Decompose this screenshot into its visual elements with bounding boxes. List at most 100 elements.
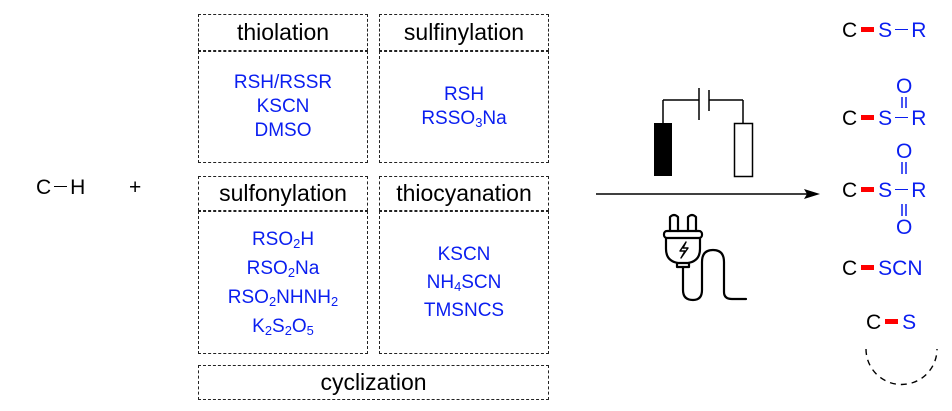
new-cs-bond [861, 187, 875, 193]
thiocyanation-header-box: thiocyanation [379, 176, 549, 211]
new-cs-bond [861, 27, 875, 33]
thiolation-header-box: thiolation [198, 14, 368, 51]
reactant-ch-bond [54, 185, 68, 188]
sulfonylation-reagent: RSO2H [252, 225, 314, 254]
reagent-text: RSH [443, 84, 485, 105]
reactant-carbon: C [36, 176, 52, 199]
reagent-text: K [252, 315, 265, 337]
thiolation-header: thiolation [236, 19, 330, 45]
reagent-subscript: 2 [284, 322, 292, 338]
sulfoxide-carbon: C [842, 107, 858, 130]
sulfone-double-bond-bottom [901, 204, 907, 216]
cathode-electrode [733, 122, 754, 178]
thiolation-reagents: RSH/RSSR KSCN DMSO [199, 52, 367, 162]
ring-dashed-arc [865, 348, 938, 386]
sulfone-double-bond-top [901, 162, 907, 174]
thiocyanate-carbon: C [842, 257, 858, 280]
new-cs-bond [861, 265, 875, 271]
thioether-r: R [911, 19, 927, 42]
reactant-hydrogen: H [70, 176, 86, 199]
thiocyanate-group: SCN [878, 257, 923, 280]
new-cs-bond [885, 319, 899, 325]
sulfonylation-reagent: RSO2NHNH2 [228, 283, 338, 312]
reagent-subscript: 5 [306, 322, 314, 338]
plus-sign: + [129, 176, 142, 199]
cyclic-carbon: C [866, 311, 882, 334]
reagent-text: DMSO [254, 120, 312, 141]
product-thiocyanate: C SCN [842, 258, 923, 280]
reagent-subscript: 2 [331, 293, 339, 309]
sulfoxide-sulfur: S [878, 107, 893, 130]
reaction-arrow [596, 189, 820, 199]
cyclization-box: cyclization [198, 365, 549, 400]
reagent-subscript: 2 [287, 264, 296, 280]
sulfinylation-header: sulfinylation [403, 19, 525, 45]
reagent-text: RSO [251, 228, 294, 250]
thiolation-reagent: RSH/RSSR [234, 71, 332, 95]
reagent-text: H [300, 228, 315, 250]
reagent-text: NHNH [276, 286, 332, 308]
reagent-subscript: 2 [264, 322, 273, 338]
sr-bond [895, 116, 909, 119]
sulfonylation-header-box: sulfonylation [198, 176, 368, 211]
thiocyanation-reagent: KSCN [438, 241, 491, 269]
reagent-subscript: 2 [268, 293, 277, 309]
thioether-carbon: C [842, 19, 858, 42]
anode-electrode [654, 123, 672, 176]
reagent-text: RSO [227, 286, 269, 308]
cyclic-sulfur: S [902, 311, 917, 334]
reagent-subscript: 2 [293, 235, 301, 251]
sulfinylation-reagent: RSH [444, 83, 484, 107]
thiolation-reagent: DMSO [255, 119, 312, 143]
reagent-text: Na [295, 257, 320, 279]
sulfone-carbon: C [842, 179, 858, 202]
sulfinylation-reagent: RSSO3Na [421, 107, 506, 131]
power-plug-icon [662, 213, 748, 302]
reagent-text: TMSNCS [423, 299, 505, 321]
reagent-text: NH [426, 271, 455, 293]
reagent-text: RSH/RSSR [233, 72, 333, 93]
reagent-text: Na [482, 108, 507, 129]
sulfoxide-oxygen: O [896, 75, 913, 98]
reagent-text: SCN [461, 271, 502, 293]
thiolation-reagents-box: RSH/RSSR KSCN DMSO [198, 51, 368, 163]
sulfone-oxygen-bottom: O [896, 216, 913, 239]
sulfonylation-reagent: RSO2Na [247, 254, 320, 283]
cyclization-label: cyclization [320, 369, 427, 395]
sulfoxide-r: R [911, 107, 927, 130]
thiocyanation-reagent: TMSNCS [424, 297, 504, 325]
reagent-text: O [291, 315, 307, 337]
thioether-sulfur: S [878, 19, 893, 42]
reagent-subscript: 4 [454, 278, 462, 294]
thiocyanation-header: thiocyanation [396, 180, 532, 206]
sulfone-sulfur: S [878, 179, 893, 202]
reagent-text: RSSO [421, 108, 476, 129]
reagent-text: KSCN [437, 243, 491, 265]
sulfone-oxygen-top: O [896, 140, 913, 163]
sulfonylation-header: sulfonylation [219, 180, 347, 206]
reagent-text: S [272, 315, 285, 337]
sr-bond [895, 28, 909, 31]
sulfoxide-double-bond [901, 97, 907, 108]
new-cs-bond [861, 115, 875, 121]
electrolysis-cell-icon [654, 88, 754, 178]
thiocyanation-reagent: NH4SCN [427, 269, 502, 297]
reagent-text: RSO [246, 257, 288, 279]
sulfonylation-reagent: K2S2O5 [252, 312, 314, 341]
reagent-text: KSCN [256, 96, 310, 117]
sulfone-r: R [911, 179, 927, 202]
thiolation-reagent: KSCN [257, 95, 310, 119]
sr-bond [895, 188, 909, 191]
